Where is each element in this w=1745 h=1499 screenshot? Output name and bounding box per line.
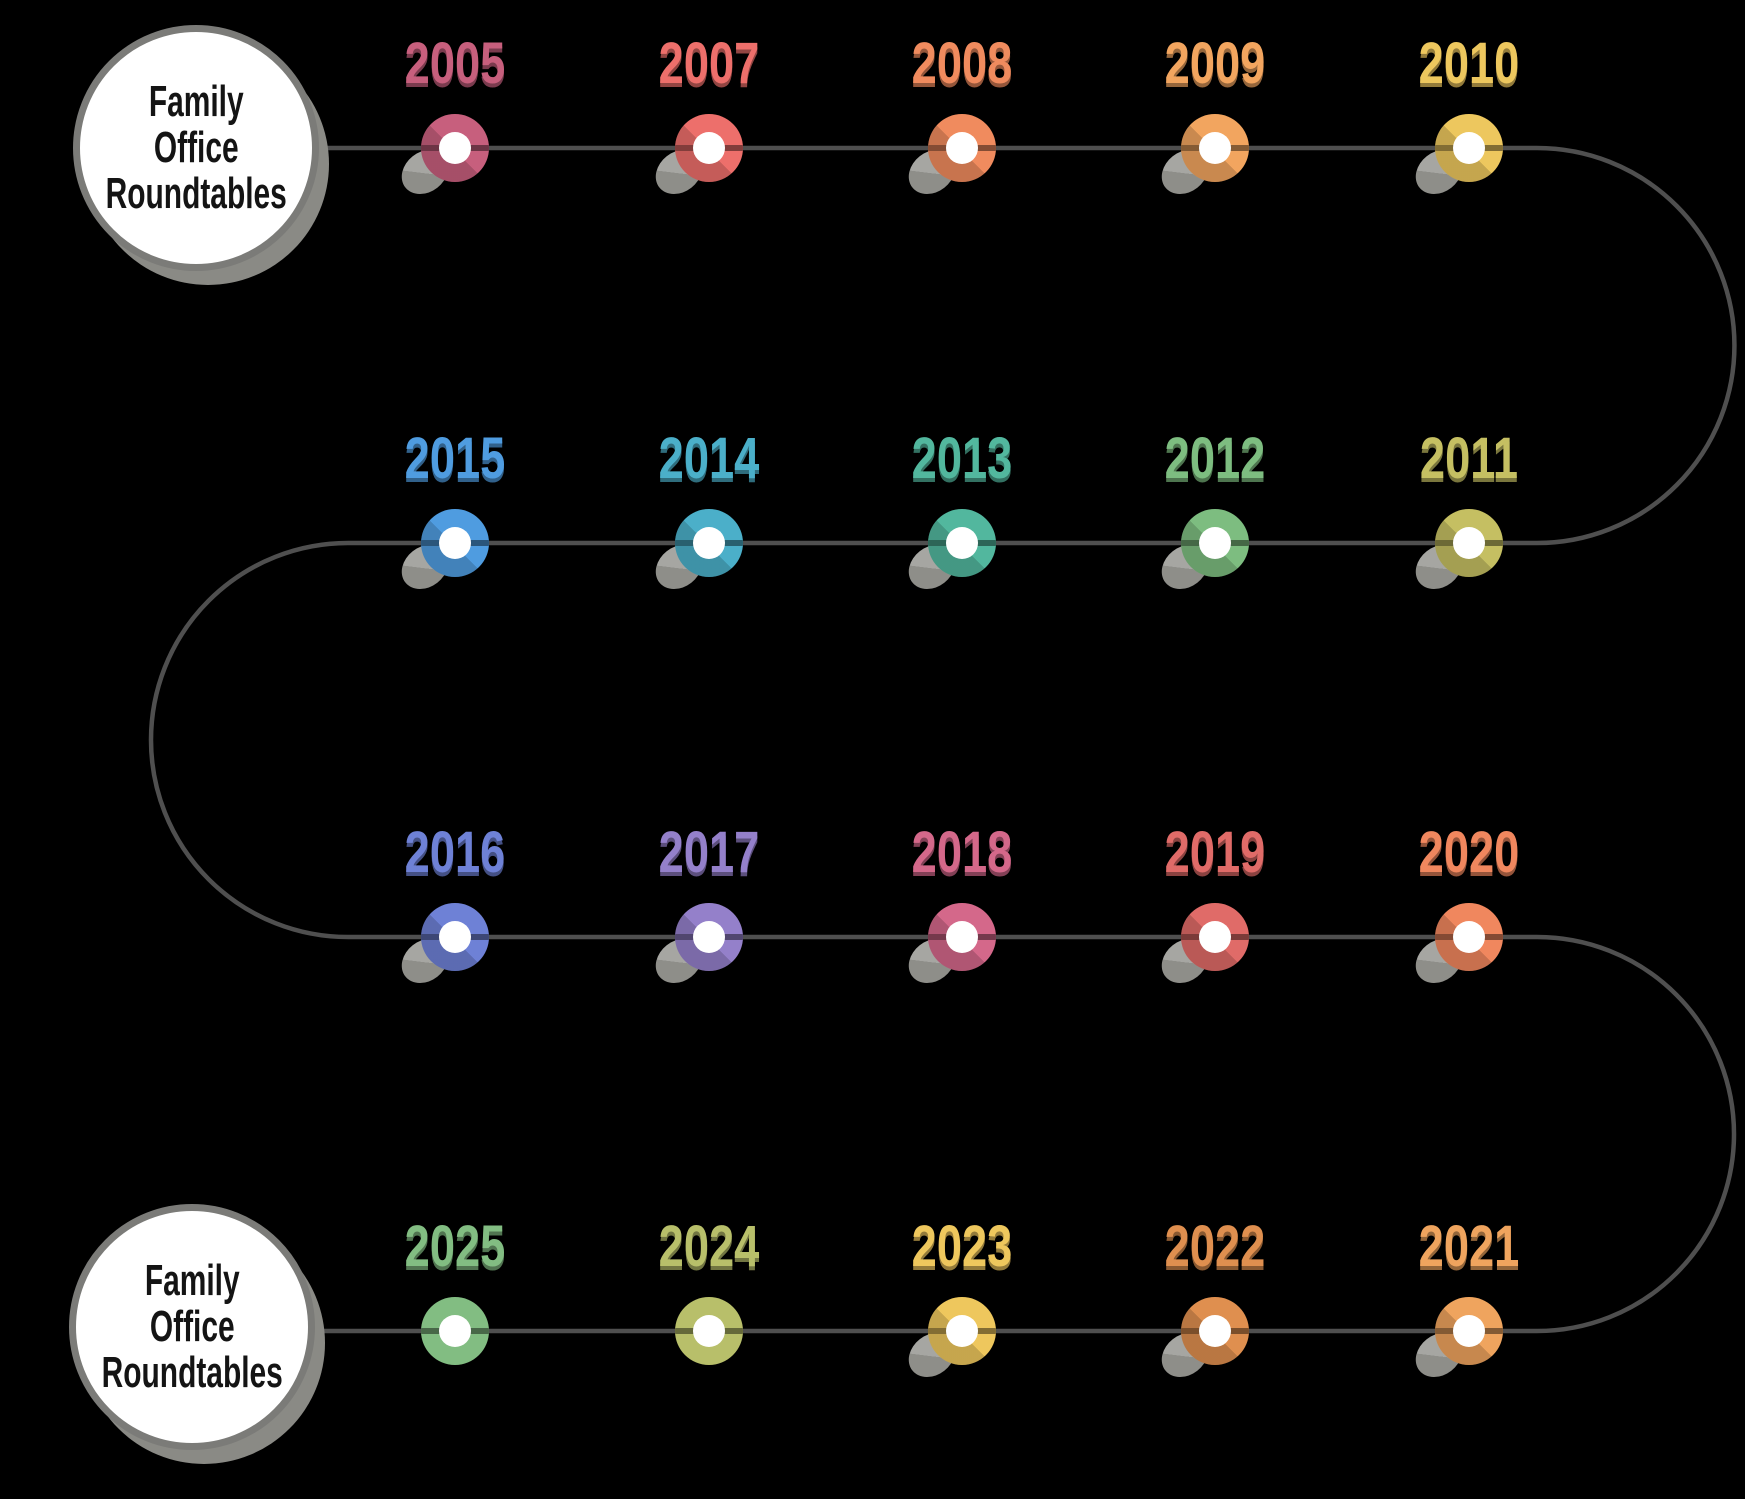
node-core [1453, 527, 1485, 559]
timeline-node-2022 [1152, 1297, 1249, 1387]
node-core [946, 132, 978, 164]
node-ring [675, 1297, 743, 1365]
node-ring [421, 114, 489, 182]
node-ring [1435, 1297, 1503, 1365]
node-ring [421, 903, 489, 971]
node-ring [675, 114, 743, 182]
year-label-2008: 2008 [911, 31, 1013, 96]
node-core [693, 132, 725, 164]
node-core [1453, 921, 1485, 953]
badge-bottom: Family Office Roundtables [69, 1204, 315, 1450]
year-label-2012: 2012 [1164, 426, 1266, 491]
timeline-node-2025 [421, 1297, 489, 1365]
year-label-2023: 2023 [911, 1214, 1013, 1279]
badge-top-label: Family Office Roundtables [105, 79, 286, 217]
timeline-node-2012 [1152, 509, 1249, 599]
year-label-2009: 2009 [1164, 31, 1266, 96]
node-ring [421, 1297, 489, 1365]
node-core [1453, 132, 1485, 164]
node-ring [928, 114, 996, 182]
timeline-node-2019 [1152, 903, 1249, 993]
year-label-2011: 2011 [1419, 426, 1519, 491]
year-label-2019: 2019 [1164, 820, 1266, 885]
node-ring [928, 1297, 996, 1365]
timeline-node-2013 [899, 509, 996, 599]
node-ring [421, 509, 489, 577]
node-ring [928, 509, 996, 577]
badge-line: Family [144, 1256, 240, 1305]
node-core [946, 527, 978, 559]
node-ring [1435, 114, 1503, 182]
timeline-node-2021 [1406, 1297, 1503, 1387]
badge-top: Family Office Roundtables [73, 25, 319, 271]
timeline-node-2010 [1406, 114, 1503, 204]
timeline-node-2014 [646, 509, 743, 599]
year-label-2005: 2005 [404, 31, 506, 96]
timeline-node-2023 [899, 1297, 996, 1387]
badge-bottom-label: Family Office Roundtables [101, 1258, 282, 1396]
badge-line: Roundtables [101, 1348, 283, 1397]
node-core [1453, 1315, 1485, 1347]
timeline-node-2018 [899, 903, 996, 993]
timeline-node-2011 [1406, 509, 1503, 599]
node-ring [1181, 1297, 1249, 1365]
node-core [1199, 132, 1231, 164]
badge-line: Roundtables [105, 169, 287, 218]
year-label-2013: 2013 [911, 426, 1013, 491]
timeline-node-2015 [392, 509, 489, 599]
node-core [1199, 1315, 1231, 1347]
timeline-node-2008 [899, 114, 996, 204]
year-label-2020: 2020 [1418, 820, 1520, 885]
year-label-2018: 2018 [911, 820, 1013, 885]
node-core [946, 921, 978, 953]
year-label-2022: 2022 [1164, 1214, 1266, 1279]
timeline-node-2024 [675, 1297, 743, 1365]
node-core [1199, 527, 1231, 559]
node-core [693, 921, 725, 953]
timeline-node-2005 [392, 114, 489, 204]
node-ring [675, 903, 743, 971]
badge-line: Family [148, 77, 244, 126]
node-ring [1435, 903, 1503, 971]
node-ring [928, 903, 996, 971]
node-core [439, 1315, 471, 1347]
timeline-node-2016 [392, 903, 489, 993]
timeline-node-2017 [646, 903, 743, 993]
badge-line: Office [153, 123, 239, 172]
node-core [439, 132, 471, 164]
timeline-node-2020 [1406, 903, 1503, 993]
year-label-2025: 2025 [404, 1214, 506, 1279]
node-core [1199, 921, 1231, 953]
year-label-2007: 2007 [658, 31, 760, 96]
node-core [693, 1315, 725, 1347]
year-label-2014: 2014 [658, 426, 760, 491]
year-label-2015: 2015 [404, 426, 506, 491]
node-ring [1435, 509, 1503, 577]
year-label-2016: 2016 [404, 820, 506, 885]
timeline-node-2009 [1152, 114, 1249, 204]
node-core [693, 527, 725, 559]
connector-path [148, 145, 1737, 1334]
node-ring [1181, 903, 1249, 971]
node-core [439, 527, 471, 559]
node-ring [675, 509, 743, 577]
node-core [439, 921, 471, 953]
node-ring [1181, 114, 1249, 182]
year-label-2010: 2010 [1418, 31, 1520, 96]
node-core [946, 1315, 978, 1347]
badge-line: Office [149, 1302, 235, 1351]
year-label-2021: 2021 [1418, 1214, 1520, 1279]
year-label-2017: 2017 [658, 820, 760, 885]
node-ring [1181, 509, 1249, 577]
timeline-node-2007 [646, 114, 743, 204]
year-label-2024: 2024 [658, 1214, 760, 1279]
